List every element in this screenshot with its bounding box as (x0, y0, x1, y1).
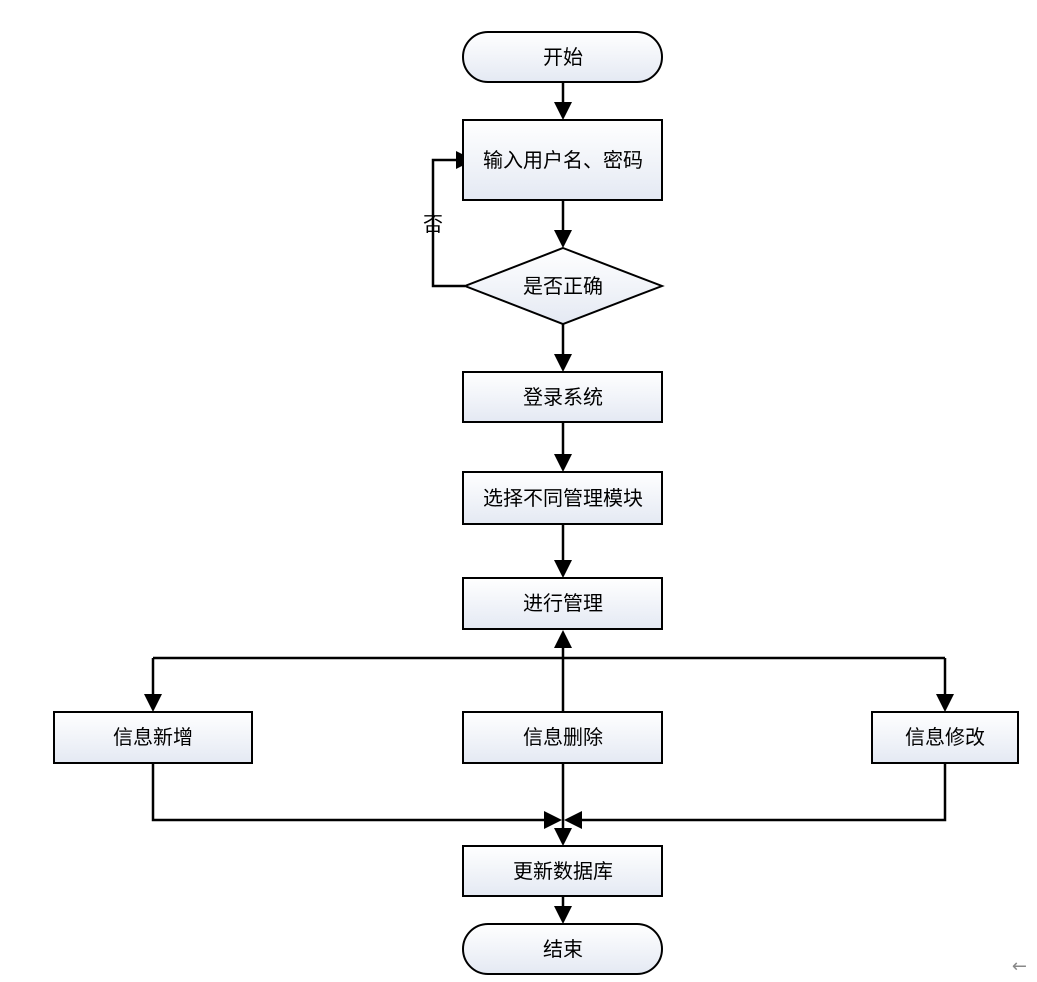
arrowhead-modify-to-merge (564, 811, 582, 829)
login-box (462, 371, 663, 423)
no-branch-label: 否 (423, 212, 443, 236)
input-credentials-box (462, 119, 663, 201)
update-db-box (462, 845, 663, 897)
modify-box (871, 711, 1019, 764)
node-login: 登录系统 (462, 371, 663, 423)
node-modify: 信息修改 (871, 711, 1019, 764)
node-end: 结束 (462, 923, 663, 975)
arrowhead-delete-to-update (554, 828, 572, 846)
node-delete: 信息删除 (462, 711, 663, 764)
manage-label: 进行管理 (523, 591, 603, 615)
left-arrow-icon[interactable]: ← (1011, 956, 1027, 977)
delete-label: 信息删除 (523, 725, 603, 749)
arrowhead-delete-to-manage (554, 630, 572, 648)
edge-add-to-merge (151, 763, 546, 822)
modify-label: 信息修改 (905, 725, 985, 749)
node-update-db: 更新数据库 (462, 845, 663, 897)
input-credentials-label: 输入用户名、密码 (483, 148, 643, 172)
node-add: 信息新增 (53, 711, 253, 764)
end-label: 结束 (543, 937, 583, 961)
end-terminator (462, 923, 663, 975)
start-terminator (462, 31, 663, 83)
add-box (53, 711, 253, 764)
arrowhead-select-to-manage (554, 560, 572, 578)
edge-modify-to-merge (580, 763, 947, 822)
login-label: 登录系统 (523, 385, 603, 409)
node-select-module: 选择不同管理模块 (462, 471, 663, 525)
select-module-box (462, 471, 663, 525)
edge-check-no-loop (431, 158, 465, 288)
arrowhead-update-to-end (554, 906, 572, 924)
delete-box (462, 711, 663, 764)
node-input-credentials: 输入用户名、密码 (462, 119, 663, 201)
add-label: 信息新增 (113, 725, 193, 749)
arrowhead-login-to-select (554, 454, 572, 472)
arrowhead-bus-to-add (144, 694, 162, 712)
select-module-label: 选择不同管理模块 (483, 486, 643, 510)
node-start: 开始 (462, 31, 663, 83)
update-db-label: 更新数据库 (513, 859, 613, 883)
node-check-correct: 是否正确 (462, 246, 665, 326)
arrowhead-check-to-login (554, 354, 572, 372)
check-correct-label: 是否正确 (523, 274, 603, 298)
arrowhead-input-to-check (554, 230, 572, 248)
arrowhead-start-to-input (554, 102, 572, 120)
node-manage: 进行管理 (462, 577, 663, 630)
manage-box (462, 577, 663, 630)
arrowhead-add-to-merge (544, 811, 562, 829)
check-correct-diamond (462, 246, 665, 326)
arrowhead-bus-to-modify (936, 694, 954, 712)
start-label: 开始 (543, 45, 583, 69)
